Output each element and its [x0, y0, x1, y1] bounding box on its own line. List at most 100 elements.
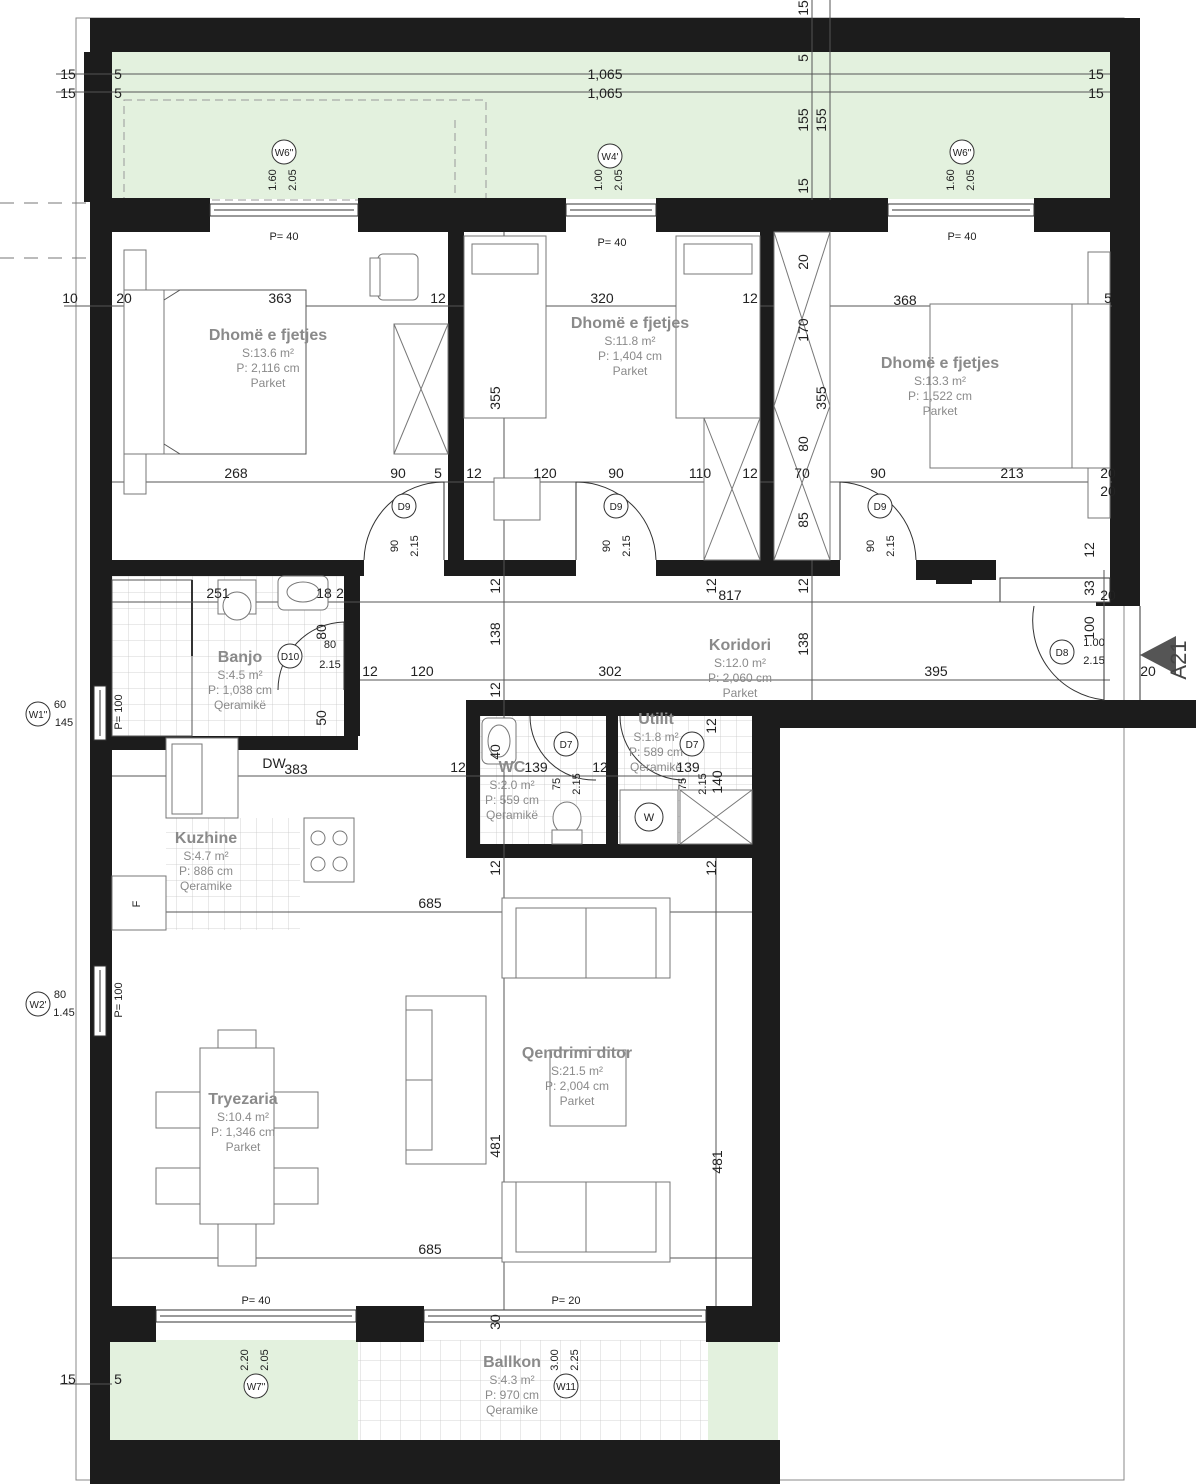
room-floor: Parket	[251, 376, 286, 390]
dimension-label: 2	[336, 585, 344, 601]
dimension-label: 155	[795, 108, 811, 132]
room-perimeter: P: 1,404 cm	[598, 349, 662, 363]
window-tag-circle	[25, 701, 51, 727]
window-tag-circle	[597, 143, 623, 169]
room-perimeter: P: 1,346 cm	[211, 1125, 275, 1139]
dimension-label: 33	[1081, 580, 1097, 596]
dimension-label: 20	[1100, 465, 1116, 481]
dimension-label: 12	[742, 465, 758, 481]
room-name: WC	[499, 759, 526, 776]
room-floor: Parket	[723, 686, 758, 700]
dimension-label: 12	[703, 578, 719, 594]
door-width: 75	[551, 778, 563, 790]
room-area: S:21.5 m²	[551, 1064, 603, 1078]
dimension-label: 12	[1081, 542, 1097, 558]
door-tag: D9	[398, 502, 411, 513]
walls	[84, 18, 1196, 1484]
door-height: 2.15	[319, 659, 340, 671]
door-tag-circle	[1049, 639, 1075, 665]
window-height: 80	[54, 989, 66, 1001]
room-area: S:11.8 m²	[604, 334, 655, 348]
window-tag: W6"	[275, 148, 294, 159]
window-sill: P= 40	[269, 231, 298, 243]
dimension-label: 355	[813, 386, 829, 410]
dimension-label: 20	[1140, 663, 1156, 679]
door-width: 1.00	[1083, 637, 1104, 649]
door-tag-circle	[679, 731, 705, 757]
dimension-label: 355	[487, 386, 503, 410]
dimension-label: 5	[114, 85, 122, 101]
window-tag-circle	[271, 139, 297, 165]
dimension-label: 12	[592, 759, 608, 775]
door-tag: D7	[686, 740, 699, 751]
dimension-label: 383	[284, 761, 308, 777]
dimension-label: 12	[742, 290, 758, 306]
room-name: Banjo	[218, 649, 263, 666]
dishwasher-label: DW	[262, 755, 286, 771]
dimension-label: 1,065	[587, 85, 622, 101]
room-perimeter: P: 589 cm	[629, 745, 683, 759]
room-floor: Parket	[613, 364, 648, 378]
window-head-height: 2.05	[259, 1349, 271, 1370]
dimension-label: 5	[795, 54, 811, 62]
room-name: Tryezaria	[208, 1091, 277, 1108]
dimension-label: 100	[1081, 616, 1097, 640]
window-sill: P= 40	[597, 237, 626, 249]
door-width: 90	[865, 540, 877, 552]
door-height: 2.15	[697, 773, 709, 794]
section-label: A21	[1166, 640, 1191, 679]
door-tag-circle	[603, 493, 629, 519]
dimension-label: 170	[795, 318, 811, 342]
dimension-label: 90	[390, 465, 406, 481]
dimension-label: 10	[62, 290, 78, 306]
dimension-label: 18	[316, 585, 332, 601]
room-floor: Qeramikë	[630, 760, 682, 774]
room-name: Koridori	[709, 637, 771, 654]
door-swings	[277, 481, 1105, 781]
door-width: 90	[601, 540, 613, 552]
door-height: 2.15	[885, 535, 897, 556]
room-area: S:2.0 m²	[489, 778, 534, 792]
dimension-label: 12	[487, 860, 503, 876]
dimension-label: 85	[795, 512, 811, 528]
dimension-label: 302	[598, 663, 622, 679]
window-height: 2.20	[239, 1349, 251, 1370]
dimension-label: 20	[1100, 483, 1116, 499]
kitchen-furniture	[111, 737, 355, 931]
dimension-label: 481	[709, 1150, 725, 1174]
room-perimeter: P: 1,038 cm	[208, 683, 272, 697]
door-height: 2.15	[571, 773, 583, 794]
room-perimeter: P: 2,116 cm	[236, 361, 299, 375]
room-floor: Qeramikë	[486, 808, 538, 822]
dimension-label: 20	[795, 254, 811, 270]
window-head-height: 2.25	[569, 1349, 581, 1370]
dimension-label: 139	[524, 759, 548, 775]
dimension-label: 139	[676, 759, 700, 775]
dimension-label: 70	[794, 465, 810, 481]
room-floor: Qeramikë	[214, 698, 266, 712]
dimension-label: 138	[487, 622, 503, 646]
door-width: 80	[324, 639, 336, 651]
dimension-label: 12	[703, 718, 719, 734]
dimension-label: 268	[224, 465, 248, 481]
dimension-label: 155	[813, 108, 829, 132]
door-tag-circle	[867, 493, 893, 519]
window-tag: W1"	[29, 710, 48, 721]
washer-label: W	[644, 812, 655, 824]
dimension-label: 12	[466, 465, 482, 481]
door-tag: D9	[874, 502, 887, 513]
dimension-label: 110	[689, 465, 712, 481]
dimension-label: 12	[362, 663, 378, 679]
dimension-label: 30	[487, 1314, 503, 1330]
dimension-label: 12	[450, 759, 466, 775]
window-tag-circle	[25, 991, 51, 1017]
window-height: 1.60	[945, 169, 957, 190]
